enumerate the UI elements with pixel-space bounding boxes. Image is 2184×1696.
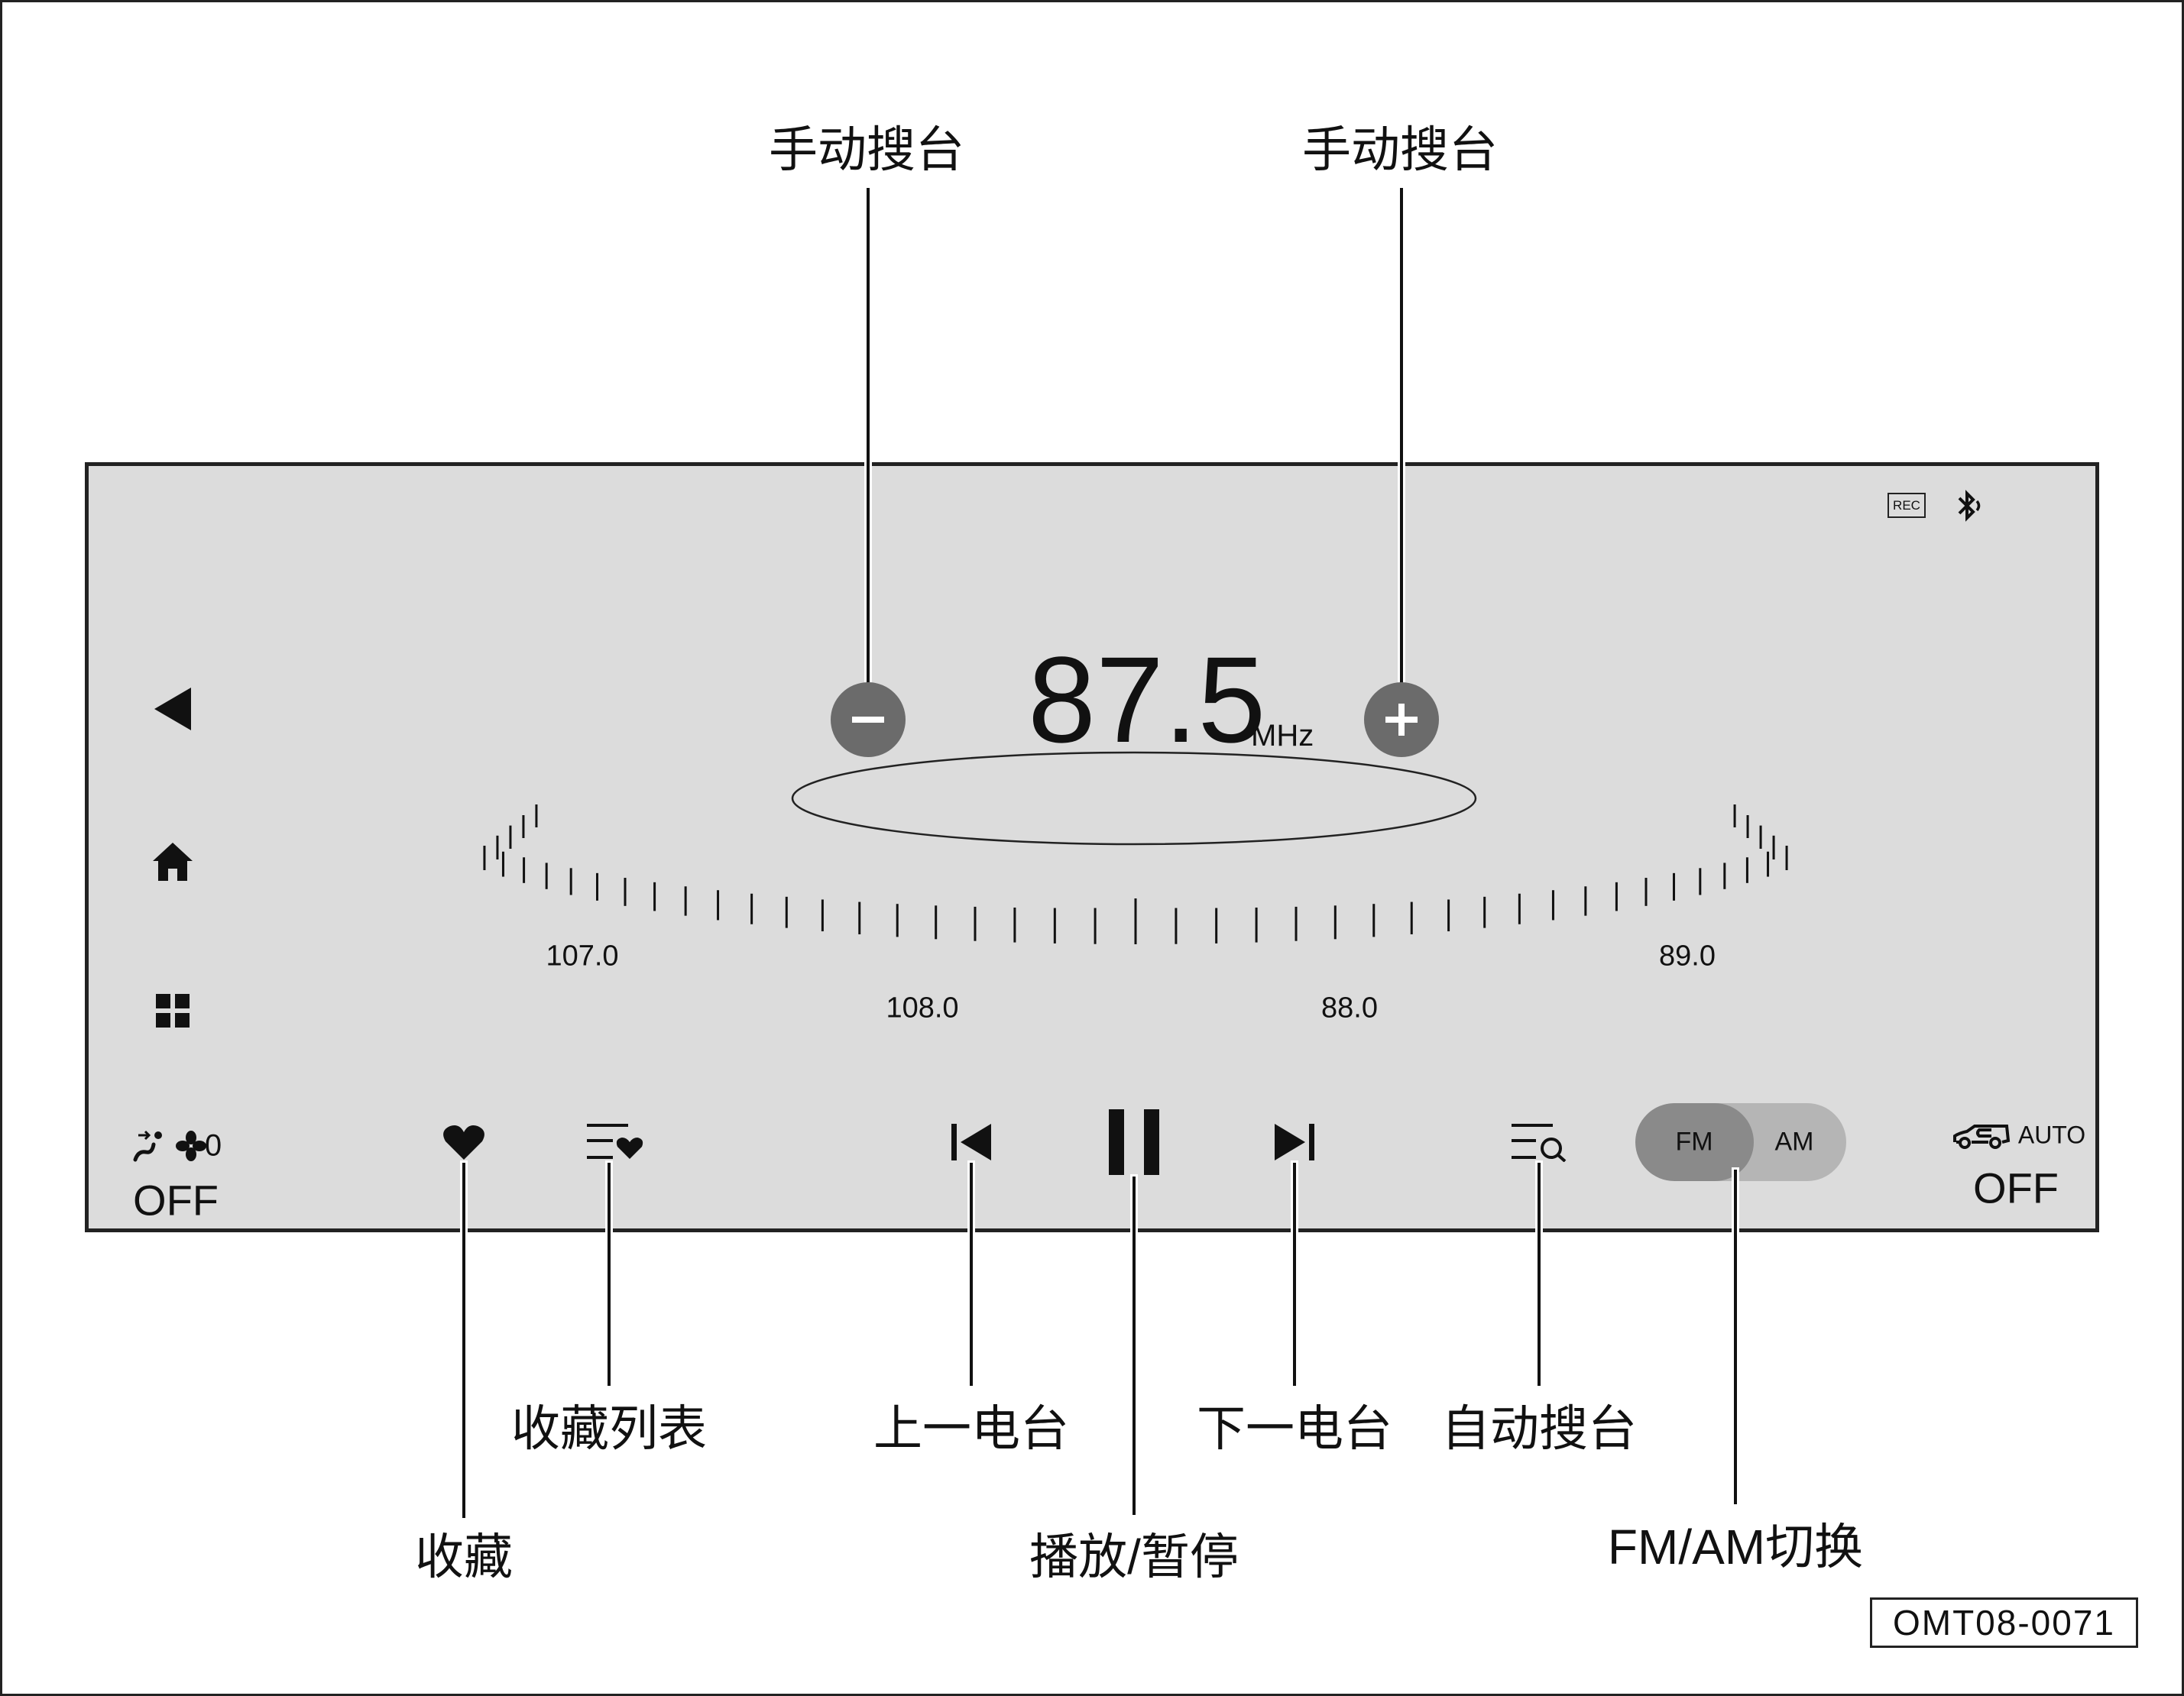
frequency-unit: MHz: [1251, 719, 1314, 753]
rec-indicator: REC: [1888, 493, 1926, 518]
dial-label: 108.0: [886, 992, 959, 1024]
leader-line: [1133, 1177, 1136, 1515]
leader-line: [462, 1163, 465, 1518]
frequency-display: 87.5: [1028, 631, 1266, 768]
back-icon[interactable]: [151, 686, 194, 732]
callout-seek-up: 手动搜台: [1302, 122, 1498, 177]
apps-grid-icon[interactable]: [154, 992, 191, 1029]
dial-label: 107.0: [546, 940, 619, 973]
auto-seek-icon[interactable]: [1510, 1122, 1568, 1162]
pause-icon[interactable]: [1107, 1108, 1161, 1177]
next-station-icon[interactable]: [1273, 1122, 1316, 1162]
leader-line: [1293, 1163, 1296, 1386]
callout-prev-station: 上一电台: [873, 1401, 1069, 1456]
figure-code: OMT08-0071: [1870, 1597, 2138, 1648]
leader-line: [970, 1163, 973, 1386]
favorite-heart-icon[interactable]: [442, 1123, 485, 1161]
band-toggle[interactable]: FM AM: [1635, 1103, 1846, 1181]
callout-auto-seek: 自动搜台: [1441, 1401, 1637, 1456]
climate-left-state[interactable]: OFF: [133, 1176, 219, 1225]
leader-line: [1400, 188, 1403, 685]
frequency-highlight-ellipse: [791, 751, 1477, 846]
previous-station-icon[interactable]: [950, 1122, 993, 1162]
callout-favorite-list: 收藏列表: [511, 1401, 707, 1456]
callout-seek-down: 手动搜台: [769, 122, 964, 177]
band-fm-label[interactable]: FM: [1675, 1127, 1713, 1157]
callout-favorite: 收藏: [415, 1529, 513, 1584]
leader-line: [867, 188, 870, 685]
air-flow-icon[interactable]: [132, 1129, 166, 1163]
fan-icon[interactable]: [176, 1131, 206, 1161]
callout-band-switch: FM/AM切换: [1607, 1520, 1864, 1575]
leader-line: [608, 1163, 611, 1386]
leader-line: [1734, 1170, 1737, 1504]
dial-label: 89.0: [1659, 940, 1716, 973]
band-am-label[interactable]: AM: [1774, 1127, 1814, 1157]
seek-down-button[interactable]: [831, 682, 906, 757]
favorite-list-icon[interactable]: [585, 1122, 643, 1162]
bluetooth-audio-icon: [1958, 490, 1981, 522]
climate-right-state[interactable]: OFF: [1973, 1164, 2059, 1212]
leader-line: [1538, 1163, 1541, 1386]
seek-up-button[interactable]: [1364, 682, 1439, 757]
callout-play-pause: 播放/暂停: [1029, 1529, 1239, 1584]
climate-right-mode: AUTO: [2017, 1121, 2086, 1149]
callout-next-station: 下一电台: [1197, 1401, 1392, 1456]
dial-label: 88.0: [1321, 992, 1378, 1024]
air-recirculation-car-icon[interactable]: [1952, 1124, 2011, 1150]
band-fm-selected[interactable]: [1635, 1103, 1754, 1181]
fan-level: 0: [204, 1128, 222, 1163]
home-icon[interactable]: [151, 840, 194, 882]
